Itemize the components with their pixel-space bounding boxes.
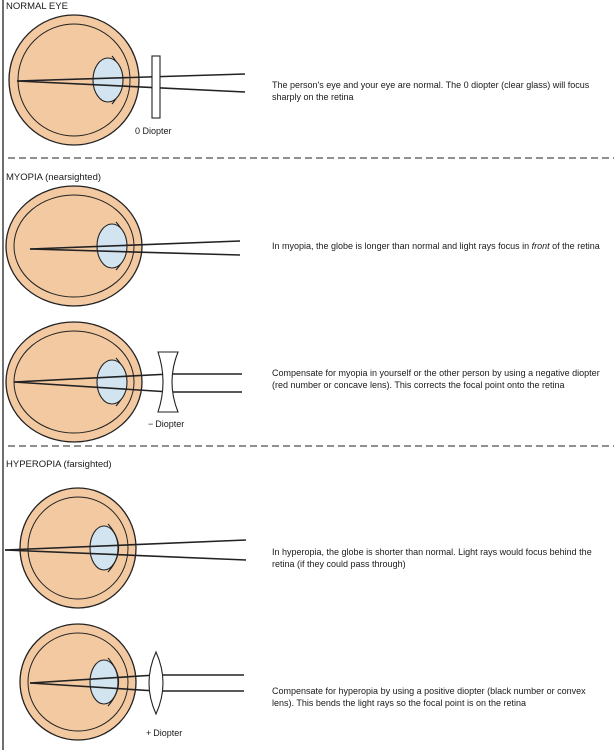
normal-clear-glass-lens bbox=[151, 55, 161, 119]
hyperopia-ray-top bbox=[4, 539, 247, 551]
myopia-corrected-lens-sign: − bbox=[148, 419, 154, 429]
hyperopia-corrected-lens-label: +Diopter bbox=[146, 728, 182, 738]
myopia-corrected-lens-label: −Diopter bbox=[148, 419, 184, 429]
myopia-eye-illustration bbox=[5, 185, 241, 307]
myopia-corrected-lens-label-text: Diopter bbox=[155, 419, 185, 429]
myopia-concave-lens bbox=[157, 351, 179, 413]
normal-description: The person's eye and your eye are normal… bbox=[272, 80, 590, 102]
myopia-globe-inner bbox=[13, 194, 135, 298]
myopia-ray-top bbox=[29, 240, 241, 250]
myopia-ray-bottom bbox=[29, 248, 241, 256]
hyperopia-corrected-description: Compensate for hyperopia by using a posi… bbox=[272, 686, 586, 708]
hyperopia-corrected-ray-top bbox=[29, 674, 157, 684]
hyperopia-eye-illustration bbox=[4, 487, 247, 609]
section-title-hyperopia: HYPEROPIA (farsighted) bbox=[6, 459, 112, 470]
myopia-description-emphasis: front bbox=[531, 241, 550, 251]
section-title-normal: NORMAL EYE bbox=[6, 1, 68, 12]
myopia-corrected-crystalline-lens bbox=[96, 359, 128, 405]
hyperopia-ray-bottom bbox=[4, 549, 247, 561]
hyperopia-globe-inner bbox=[27, 496, 129, 600]
normal-eye-illustration bbox=[8, 14, 246, 146]
myopia-corrected-ray-bottom bbox=[13, 381, 171, 393]
hyperopia-description: In hyperopia, the globe is shorter than … bbox=[272, 547, 592, 569]
hyperopia-corrected-ray-bottom bbox=[29, 682, 157, 692]
myopia-corrected-eye-illustration bbox=[5, 321, 242, 443]
hyperopia-convex-lens bbox=[148, 650, 164, 716]
hyperopia-corrected-eye-illustration bbox=[19, 623, 244, 741]
section-title-myopia: MYOPIA (nearsighted) bbox=[6, 172, 102, 183]
normal-ray-top bbox=[16, 73, 246, 82]
myopia-description-before: In myopia, the globe is longer than norm… bbox=[272, 241, 532, 251]
myopia-description-after: of the retina bbox=[549, 241, 600, 251]
normal-ray-bottom bbox=[16, 80, 246, 93]
normal-lens-label: 0 Diopter bbox=[135, 126, 172, 136]
hyperopia-corrected-lens-label-text: Diopter bbox=[153, 728, 183, 738]
hyperopia-corrected-crystalline-lens bbox=[89, 659, 119, 705]
hyperopia-crystalline-lens bbox=[89, 525, 119, 571]
normal-crystalline-lens bbox=[92, 57, 124, 103]
myopia-corrected-ray-top bbox=[13, 373, 171, 383]
myopia-corrected-description: Compensate for myopia in yourself or the… bbox=[272, 368, 600, 390]
hyperopia-corrected-globe-inner bbox=[27, 632, 129, 732]
myopia-description: In myopia, the globe is longer than norm… bbox=[272, 240, 610, 252]
hyperopia-corrected-lens-sign: + bbox=[146, 728, 152, 738]
